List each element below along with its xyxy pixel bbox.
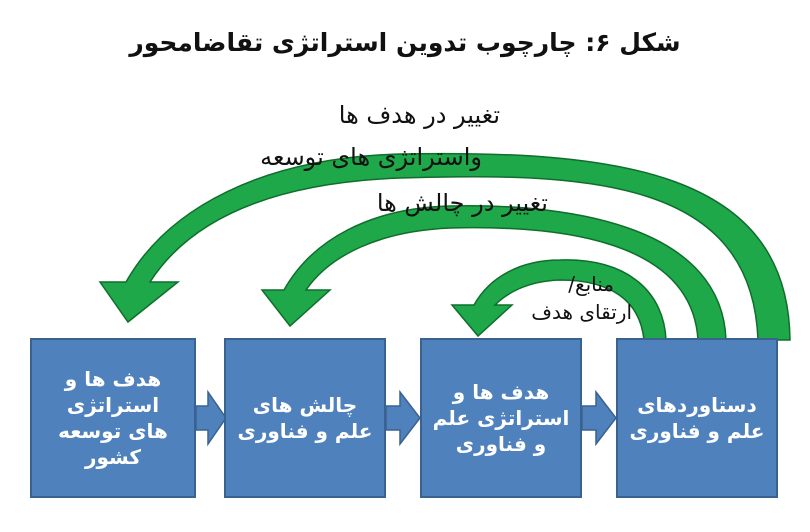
- outer-arrow-label-line1: تغییر در هدف ها: [338, 101, 500, 129]
- box-st-challenges-text: چالش های علم و فناوری: [237, 393, 373, 443]
- box-st-goals: هدف ها و استراتژی علم و فناوری: [420, 338, 582, 498]
- box-national-goals-text: هدف ها و استراتژی های توسعه کشور: [58, 367, 168, 469]
- inner-arrow-label-line2: ارتقای هدف: [531, 300, 632, 324]
- box-st-achievements-text: دستاوردهای علم و فناوری: [629, 393, 765, 443]
- connector-arrow-3-4: [581, 389, 617, 447]
- inner-arrow-label-line1: منابع/: [568, 272, 614, 296]
- box-st-achievements: دستاوردهای علم و فناوری: [616, 338, 778, 498]
- connector-arrow-2-3: [385, 389, 421, 447]
- box-national-goals: هدف ها و استراتژی های توسعه کشور: [30, 338, 196, 498]
- inner-feedback-arrow: [450, 259, 667, 341]
- box-st-goals-text: هدف ها و استراتژی علم و فناوری: [432, 380, 570, 456]
- middle-arrow-label: تغییر در چالش ها: [376, 189, 548, 217]
- outer-feedback-arrow: [98, 152, 791, 341]
- connector-arrow-1-2: [195, 389, 227, 447]
- outer-arrow-label-line2: واستراتژی های توسعه: [260, 143, 482, 171]
- figure-title: شکل ۶: چارچوب تدوین استراتژی تقاضامحور: [129, 28, 681, 57]
- box-st-challenges: چالش های علم و فناوری: [224, 338, 386, 498]
- middle-feedback-arrow: [260, 205, 727, 341]
